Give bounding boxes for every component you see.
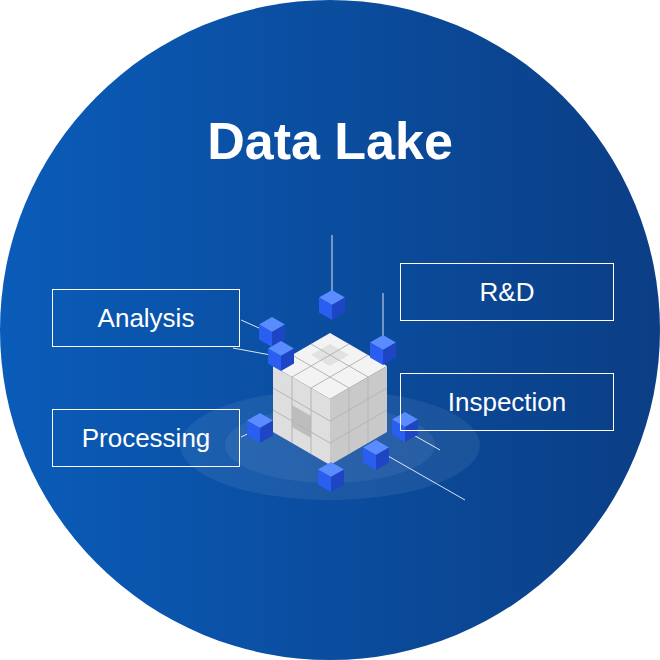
box-label: Analysis [98,304,195,333]
leader-lines [233,235,465,500]
label-box: Analysis [52,289,240,347]
label-box: Inspection [400,373,614,431]
cube-grid [273,344,387,454]
label-box: R&D [400,263,614,321]
box-label: R&D [480,278,535,307]
blue-cubes [247,290,418,492]
title: Data Lake [0,110,660,172]
box-label: Inspection [448,388,567,417]
box-label: Processing [82,424,211,453]
label-box: Processing [52,409,240,467]
